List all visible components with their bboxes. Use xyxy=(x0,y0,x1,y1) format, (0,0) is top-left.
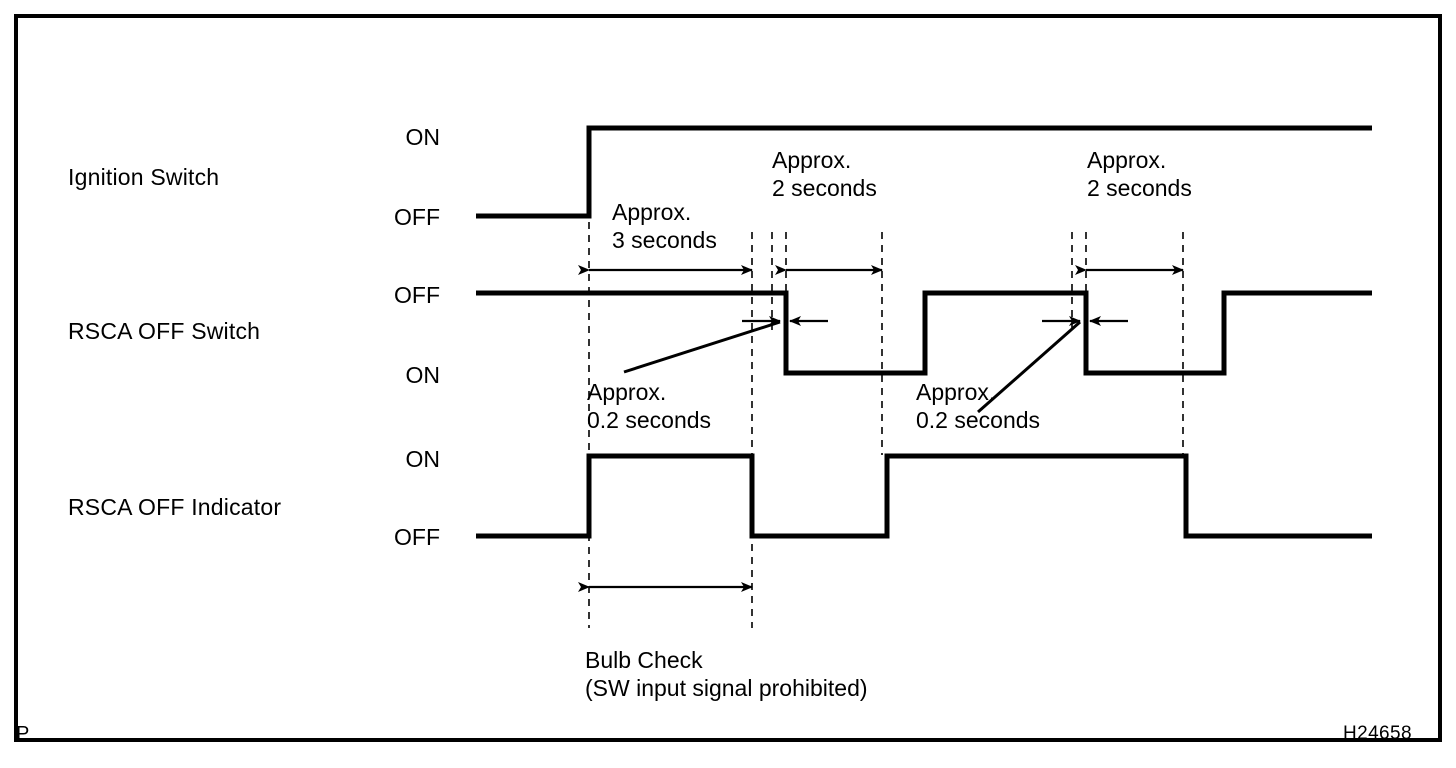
figure-border xyxy=(14,14,1442,742)
annotation-approx-0-2-seconds-first: Approx. 0.2 seconds xyxy=(587,378,711,434)
state-label-switch-off: OFF xyxy=(394,282,440,308)
annotation-approx-0-2-seconds-second: Approx. 0.2 seconds xyxy=(916,378,1040,434)
state-label-indicator-on: ON xyxy=(405,446,441,472)
signal-label-rsca-off-indicator: RSCA OFF Indicator xyxy=(68,494,282,520)
figure-code: H24658 xyxy=(1343,723,1412,744)
annotation-line-2: (SW input signal prohibited) xyxy=(585,675,868,701)
annotation-line-2: 0.2 seconds xyxy=(587,407,712,433)
annotation-line-1: Approx. xyxy=(916,379,996,405)
state-label-switch-on: ON xyxy=(405,362,441,388)
state-label-ignition-off: OFF xyxy=(394,204,440,230)
annotation-line-2: 2 seconds xyxy=(1087,175,1192,201)
signal-label-ignition-switch: Ignition Switch xyxy=(68,164,220,190)
signal-label-rsca-off-switch: RSCA OFF Switch xyxy=(68,318,261,344)
annotation-line-1: Bulb Check xyxy=(585,647,703,673)
annotation-line-1: Approx. xyxy=(1087,147,1167,173)
annotation-approx-2-seconds-first: Approx. 2 seconds xyxy=(772,146,877,202)
annotation-line-1: Approx. xyxy=(612,199,692,225)
state-label-ignition-on: ON xyxy=(405,124,441,150)
annotation-line-2: 2 seconds xyxy=(772,175,877,201)
corner-mark-p: P xyxy=(16,723,30,745)
annotation-line-1: Approx. xyxy=(587,379,667,405)
annotation-line-2: 0.2 seconds xyxy=(916,407,1041,433)
annotation-line-1: Approx. xyxy=(772,147,852,173)
annotation-approx-3-seconds: Approx. 3 seconds xyxy=(612,198,717,254)
annotation-line-2: 3 seconds xyxy=(612,227,717,253)
state-label-indicator-off: OFF xyxy=(394,524,440,550)
annotation-bulb-check: Bulb Check (SW input signal prohibited) xyxy=(585,646,868,702)
annotation-approx-2-seconds-second: Approx. 2 seconds xyxy=(1087,146,1192,202)
